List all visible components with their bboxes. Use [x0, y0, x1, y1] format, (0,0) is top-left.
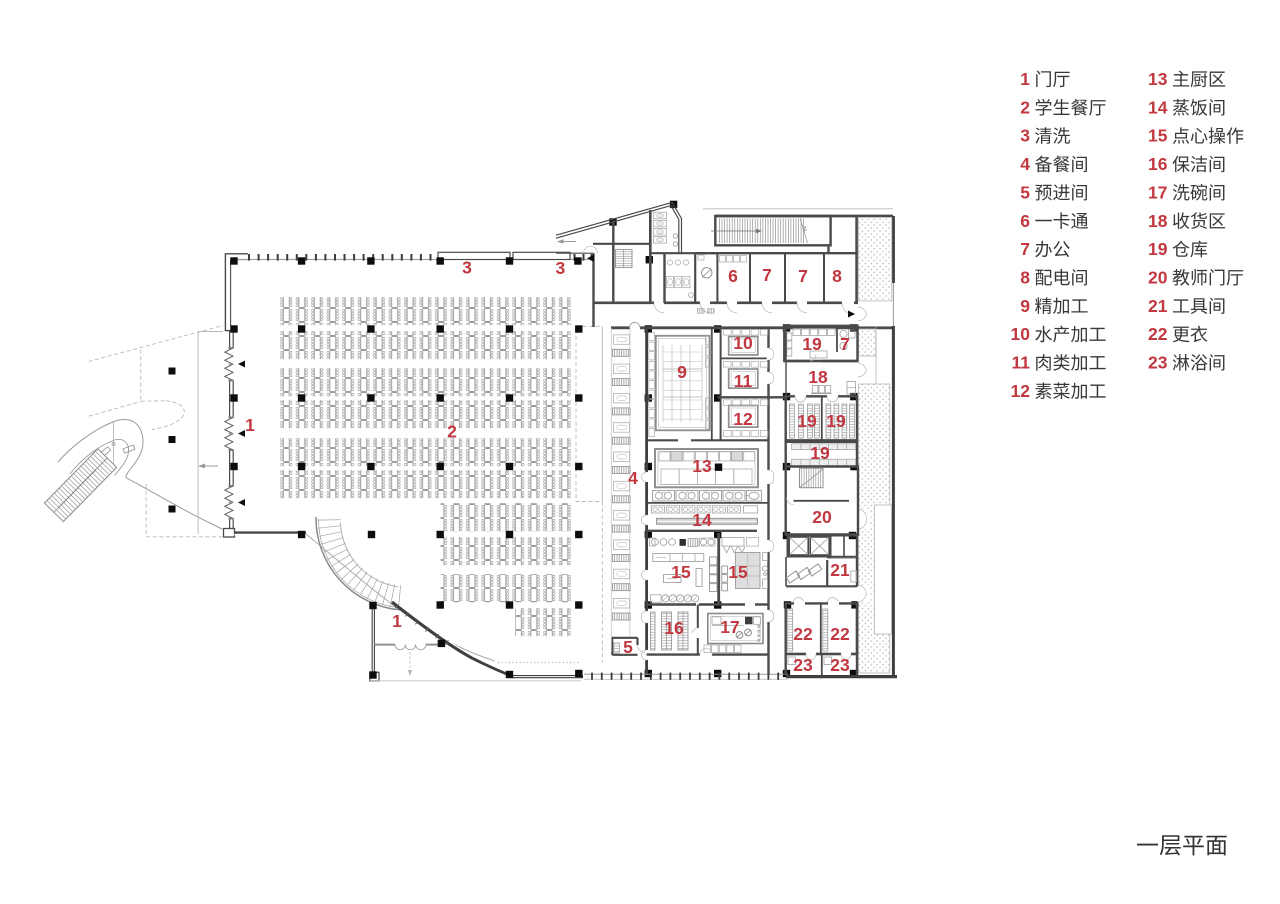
svg-text:13: 13	[1148, 69, 1168, 89]
svg-text:19: 19	[810, 443, 830, 463]
svg-text:18: 18	[808, 367, 828, 387]
svg-text:11: 11	[1012, 353, 1031, 373]
svg-text:15: 15	[671, 562, 691, 582]
svg-text:10: 10	[733, 333, 753, 353]
svg-text:8: 8	[832, 266, 842, 286]
svg-text:16: 16	[664, 618, 684, 638]
svg-text:20: 20	[812, 507, 832, 527]
svg-text:3: 3	[556, 258, 566, 278]
svg-text:7: 7	[762, 265, 772, 285]
svg-text:19: 19	[802, 334, 822, 354]
svg-text:12: 12	[1011, 381, 1031, 401]
svg-text:2: 2	[447, 422, 457, 442]
svg-text:14: 14	[1148, 97, 1168, 117]
svg-text:23: 23	[830, 655, 850, 675]
svg-text:19: 19	[1148, 239, 1168, 259]
svg-text:10: 10	[1011, 324, 1031, 344]
svg-text:6: 6	[728, 266, 738, 286]
svg-text:4: 4	[628, 468, 638, 488]
svg-text:3: 3	[462, 257, 472, 277]
svg-text:20: 20	[1148, 267, 1168, 287]
svg-text:1: 1	[245, 415, 255, 435]
svg-text:17: 17	[1148, 182, 1167, 202]
svg-text:7: 7	[798, 266, 808, 286]
svg-text:1: 1	[1020, 69, 1030, 89]
svg-text:18: 18	[1148, 211, 1168, 231]
svg-text:22: 22	[1148, 324, 1168, 344]
svg-text:1: 1	[392, 611, 402, 631]
svg-text:5: 5	[1020, 182, 1030, 202]
svg-text:21: 21	[1148, 296, 1168, 316]
svg-text:22: 22	[793, 624, 813, 644]
svg-text:21: 21	[830, 560, 850, 580]
svg-text:19: 19	[826, 411, 846, 431]
svg-text:6: 6	[1020, 211, 1030, 231]
svg-text:2: 2	[1020, 97, 1030, 117]
svg-text:16: 16	[1148, 154, 1168, 174]
svg-text:23: 23	[1148, 353, 1168, 373]
svg-text:9: 9	[1020, 296, 1030, 316]
svg-text:7: 7	[1020, 239, 1030, 259]
svg-text:14: 14	[692, 510, 712, 530]
svg-text:5: 5	[623, 637, 633, 657]
svg-text:8: 8	[1020, 267, 1030, 287]
svg-text:15: 15	[728, 562, 748, 582]
svg-text:3: 3	[1020, 126, 1030, 146]
svg-text:19: 19	[797, 411, 817, 431]
svg-text:11: 11	[734, 371, 753, 391]
svg-text:23: 23	[793, 655, 813, 675]
svg-text:7: 7	[840, 334, 850, 354]
svg-text:4: 4	[1020, 154, 1030, 174]
svg-text:15: 15	[1148, 126, 1168, 146]
svg-text:9: 9	[677, 362, 687, 382]
svg-text:13: 13	[692, 456, 712, 476]
svg-text:22: 22	[830, 624, 850, 644]
svg-text:12: 12	[733, 409, 753, 429]
svg-text:17: 17	[720, 617, 739, 637]
